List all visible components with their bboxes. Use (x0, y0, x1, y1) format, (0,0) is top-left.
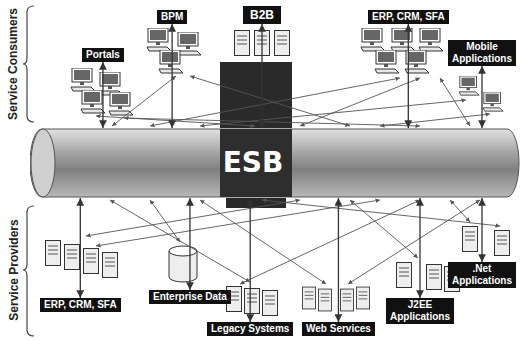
bus-connector (481, 198, 482, 262)
bus-connector (171, 24, 172, 128)
system-label: B2B (243, 6, 281, 24)
system-label: ERP, CRM, SFA (40, 298, 121, 312)
label-text: ERP, CRM, SFA (44, 299, 117, 311)
erp-servers (46, 241, 118, 278)
system-label: J2EE Applications (386, 298, 454, 324)
bus-connector (338, 198, 339, 322)
bus-connector (261, 24, 262, 128)
bus-connector (80, 198, 81, 298)
label-text: ERP, CRM, SFA (372, 11, 445, 23)
provider-bracket (23, 206, 34, 336)
label-text: BPM (161, 11, 183, 23)
bus-connector (102, 62, 103, 128)
bpm-computers (147, 28, 201, 73)
label-text: J2EE Applications (390, 299, 450, 323)
legacy-servers (227, 287, 278, 316)
bus-end (31, 129, 55, 197)
mobile-devices (459, 76, 503, 111)
label-text: Mobile Applications (452, 41, 512, 65)
service-bus: ESB (30, 128, 520, 198)
erp-computers (361, 28, 443, 73)
label-text: .Net Applications (452, 263, 512, 287)
bus-body (30, 129, 519, 197)
system-label: BPM (157, 10, 187, 24)
side-label: Service Consumers (6, 8, 20, 120)
label-text: Web Services (306, 323, 371, 335)
label-text: Enterprise Data (153, 291, 227, 303)
bus-connector (481, 66, 482, 128)
database (169, 246, 197, 282)
system-label: Enterprise Data (149, 290, 231, 304)
system-label: Portals (82, 48, 124, 62)
system-label: ERP, CRM, SFA (368, 10, 449, 24)
label-text: Legacy Systems (211, 323, 289, 335)
system-label: Legacy Systems (207, 322, 293, 336)
system-label: Mobile Applications (448, 40, 516, 66)
web-servers (302, 287, 369, 311)
label-text: B2B (250, 8, 274, 22)
esb-lower-panel (226, 198, 286, 208)
system-label: .Net Applications (448, 262, 516, 288)
dotnet-servers (463, 227, 510, 256)
bus-name: ESB (215, 128, 291, 198)
bus-connector (189, 198, 190, 290)
bus-connector (408, 24, 409, 128)
label-text: Portals (86, 49, 120, 61)
bus-connector (419, 198, 420, 298)
side-label: Service Providers (6, 219, 20, 320)
bus-connector (250, 198, 251, 322)
portal-computers (71, 68, 133, 115)
system-label: Web Services (302, 322, 375, 336)
consumer-bracket (23, 6, 34, 122)
